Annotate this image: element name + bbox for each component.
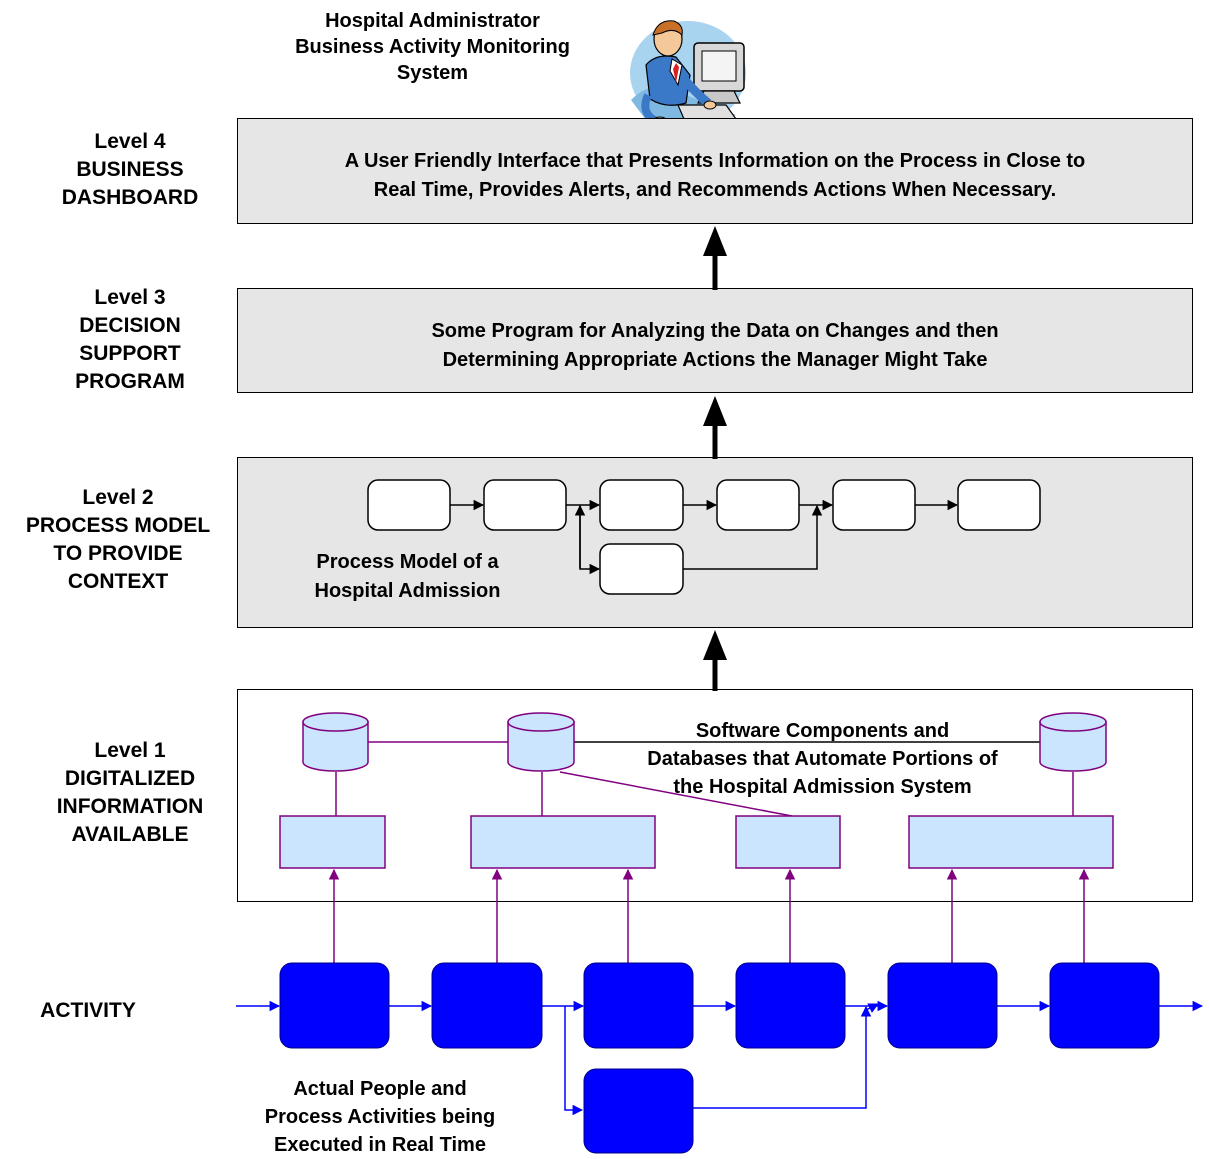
activity-label: ACTIVITY [40,999,136,1022]
level2-label: Level 2 PROCESS MODEL TO PROVIDE CONTEXT [25,486,211,593]
activity-boxes [279,962,1160,1154]
database-icon [507,712,575,772]
database-icon [302,712,369,772]
business-dashboard-text: A User Friendly Interface that Presents … [344,150,1086,201]
level1-label: Level 1 DIGITALIZED INFORMATION AVAILABL… [56,739,204,846]
decision-support-panel: Some Program for Analyzing the Data on C… [237,288,1193,393]
process-model-caption: Process Model of a Hospital Admission [314,551,501,602]
software-components-caption: Software Components and Databases that A… [647,720,998,798]
data-capture-arrows [328,868,1090,963]
person-at-computer-icon [626,5,756,130]
database-icon [1039,712,1107,772]
system-title: Hospital Administrator Business Activity… [295,10,570,84]
activity-caption: Actual People and Process Activities bei… [264,1078,496,1156]
level3-label: Level 3 DECISION SUPPORT PROGRAM [75,286,185,393]
activity-flow [236,1000,1204,1116]
level4-label: Level 4 BUSINESS DASHBOARD [61,130,199,209]
software-components [279,712,1114,869]
business-dashboard-panel: A User Friendly Interface that Presents … [237,118,1193,224]
process-model-diagram [367,479,1041,595]
decision-support-text: Some Program for Analyzing the Data on C… [431,320,999,371]
big-up-arrows [703,226,727,691]
